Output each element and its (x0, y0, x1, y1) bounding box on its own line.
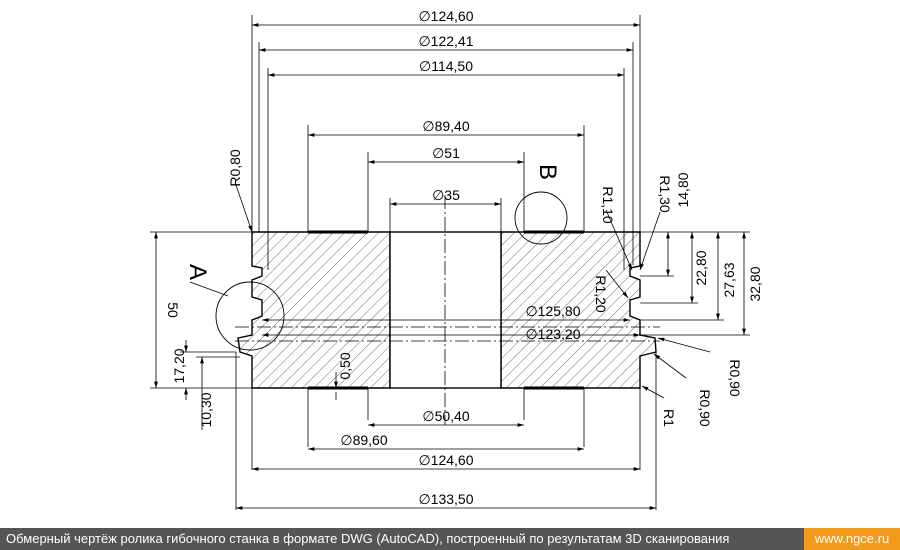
dim-27-63: 27,63 (721, 262, 737, 297)
dim-10-30: 10,30 (198, 392, 214, 427)
dim-51: ∅51 (432, 145, 460, 161)
dim-114-50: ∅114,50 (419, 58, 473, 74)
dim-17-20: 17,20 (171, 348, 187, 383)
dim-height-50: 50 (165, 302, 181, 318)
radius-r1: R1 (661, 409, 677, 427)
dim-14-80: 14,80 (675, 172, 691, 207)
roller-drawing: ∅124,60 ∅122,41 ∅114,50 ∅89,40 ∅51 ∅35 ∅… (150, 8, 763, 510)
radius-r0-90-b: R0,90 (697, 389, 713, 427)
detail-label-b: B (534, 164, 561, 180)
footer-bar: Обмерный чертёж ролика гибочного станка … (0, 528, 900, 550)
right-body-section (500, 231, 657, 389)
dim-89-60: ∅89,60 (340, 432, 387, 448)
dim-124-60-bottom: ∅124,60 (418, 452, 473, 468)
detail-circle-a (215, 281, 285, 351)
dim-89-40: ∅89,40 (422, 118, 469, 134)
dim-122-41: ∅122,41 (418, 33, 473, 49)
dim-123-20: ∅123,20 (525, 326, 580, 342)
dim-133-50: ∅133,50 (418, 491, 473, 507)
dim-50-40: ∅50,40 (422, 408, 469, 424)
detail-circle-b (514, 191, 568, 245)
dim-124-60-top: ∅124,60 (418, 8, 473, 24)
dim-32-80: 32,80 (747, 266, 763, 301)
dim-35: ∅35 (432, 187, 460, 203)
dim-125-80: ∅125,80 (525, 303, 580, 319)
dim-0-50: 0,50 (337, 352, 353, 379)
bore (389, 231, 502, 389)
radius-r1-30: R1,30 (657, 175, 673, 213)
radius-r1-10: R1,10 (600, 186, 616, 224)
dim-22-80: 22,80 (693, 250, 709, 285)
footer-caption: Обмерный чертёж ролика гибочного станка … (6, 531, 730, 546)
radius-r1-20: R1,20 (593, 275, 609, 313)
radius-r0-80: R0,80 (227, 149, 243, 187)
left-body-section (237, 231, 391, 389)
detail-label-a: A (184, 264, 211, 280)
site-link[interactable]: www.ngce.ru (804, 528, 900, 550)
radius-r0-90-a: R0,90 (727, 359, 743, 397)
roller-section (237, 230, 657, 390)
